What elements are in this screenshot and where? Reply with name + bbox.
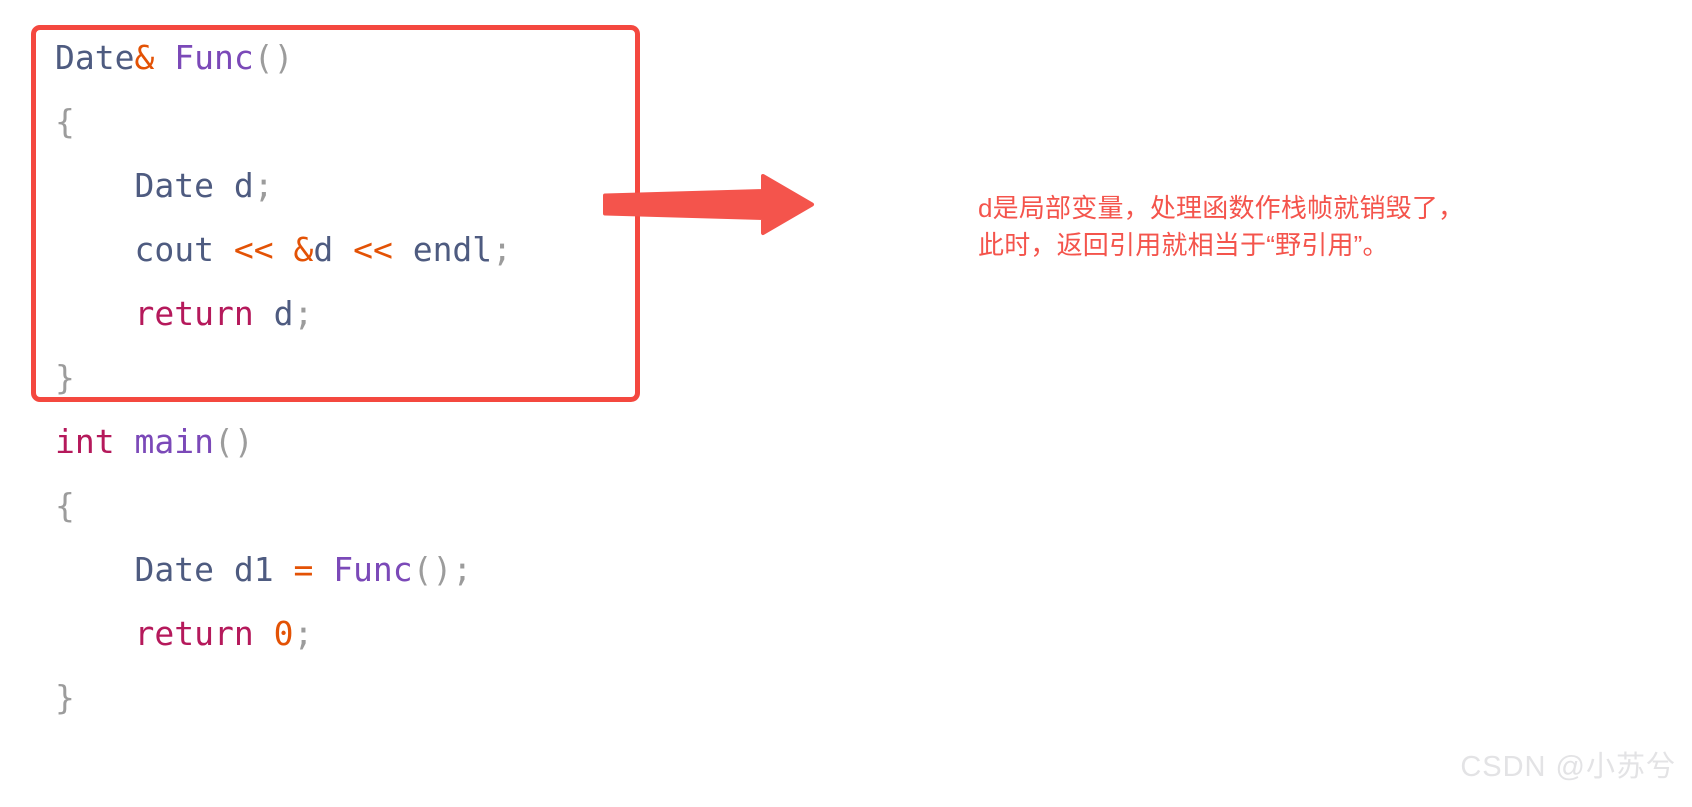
code-line: {: [55, 474, 512, 538]
code-token: {: [55, 102, 75, 141]
code-token: &: [134, 38, 155, 77]
code-token: [115, 422, 135, 461]
code-token: endl: [392, 230, 493, 269]
code-token: (): [213, 422, 254, 461]
code-token: ;: [253, 166, 274, 205]
code-line: cout << &d << endl;: [55, 218, 512, 282]
code-token: cout: [134, 230, 234, 269]
code-token: Func: [174, 38, 254, 77]
code-line: }: [55, 346, 512, 410]
code-token: Date: [55, 38, 135, 77]
code-token: return: [134, 614, 254, 653]
code-token: int: [55, 422, 115, 461]
code-token: return: [134, 294, 254, 333]
code-token: }: [55, 358, 75, 397]
code-token: [154, 38, 174, 77]
code-line: return d;: [55, 282, 512, 346]
code-line: {: [55, 90, 512, 154]
code-token: Date d1: [134, 550, 294, 589]
code-token: Date d: [134, 166, 254, 205]
annotation-text: d是局部变量，处理函数作栈帧就销毁了， 此时，返回引用就相当于“野引用”。: [978, 190, 1548, 264]
code-line: }: [55, 666, 512, 730]
code-token: <<: [353, 230, 393, 269]
code-token: d: [313, 230, 354, 269]
code-token: [274, 230, 294, 269]
code-token: Func: [333, 550, 413, 589]
annotation-line-1: d是局部变量，处理函数作栈帧就销毁了，: [978, 193, 1465, 223]
code-token: [254, 614, 274, 653]
code-token: (): [253, 38, 294, 77]
code-line: Date d1 = Func();: [55, 538, 512, 602]
annotation-arrow-icon: [603, 174, 814, 235]
code-token: [313, 550, 333, 589]
code-line: Date d;: [55, 154, 512, 218]
annotation-line-2: 此时，返回引用就相当于“野引用”。: [978, 230, 1389, 260]
code-token: }: [55, 678, 75, 717]
csdn-watermark: CSDN @小苏兮: [1460, 751, 1676, 783]
code-token: &: [293, 230, 314, 269]
code-token: ;: [293, 294, 314, 333]
code-token: (): [412, 550, 453, 589]
code-line: return 0;: [55, 602, 512, 666]
code-token: d: [253, 294, 294, 333]
code-token: ;: [293, 614, 314, 653]
code-token: <<: [233, 230, 274, 269]
code-block: Date& Func(){ Date d; cout << &d << endl…: [55, 26, 512, 730]
code-line: Date& Func(): [55, 26, 512, 90]
code-token: =: [293, 550, 314, 589]
code-token: ;: [492, 230, 513, 269]
code-token: 0: [273, 614, 294, 653]
code-token: {: [55, 486, 75, 525]
code-line: int main(): [55, 410, 512, 474]
code-token: main: [134, 422, 214, 461]
code-token: ;: [452, 550, 473, 589]
